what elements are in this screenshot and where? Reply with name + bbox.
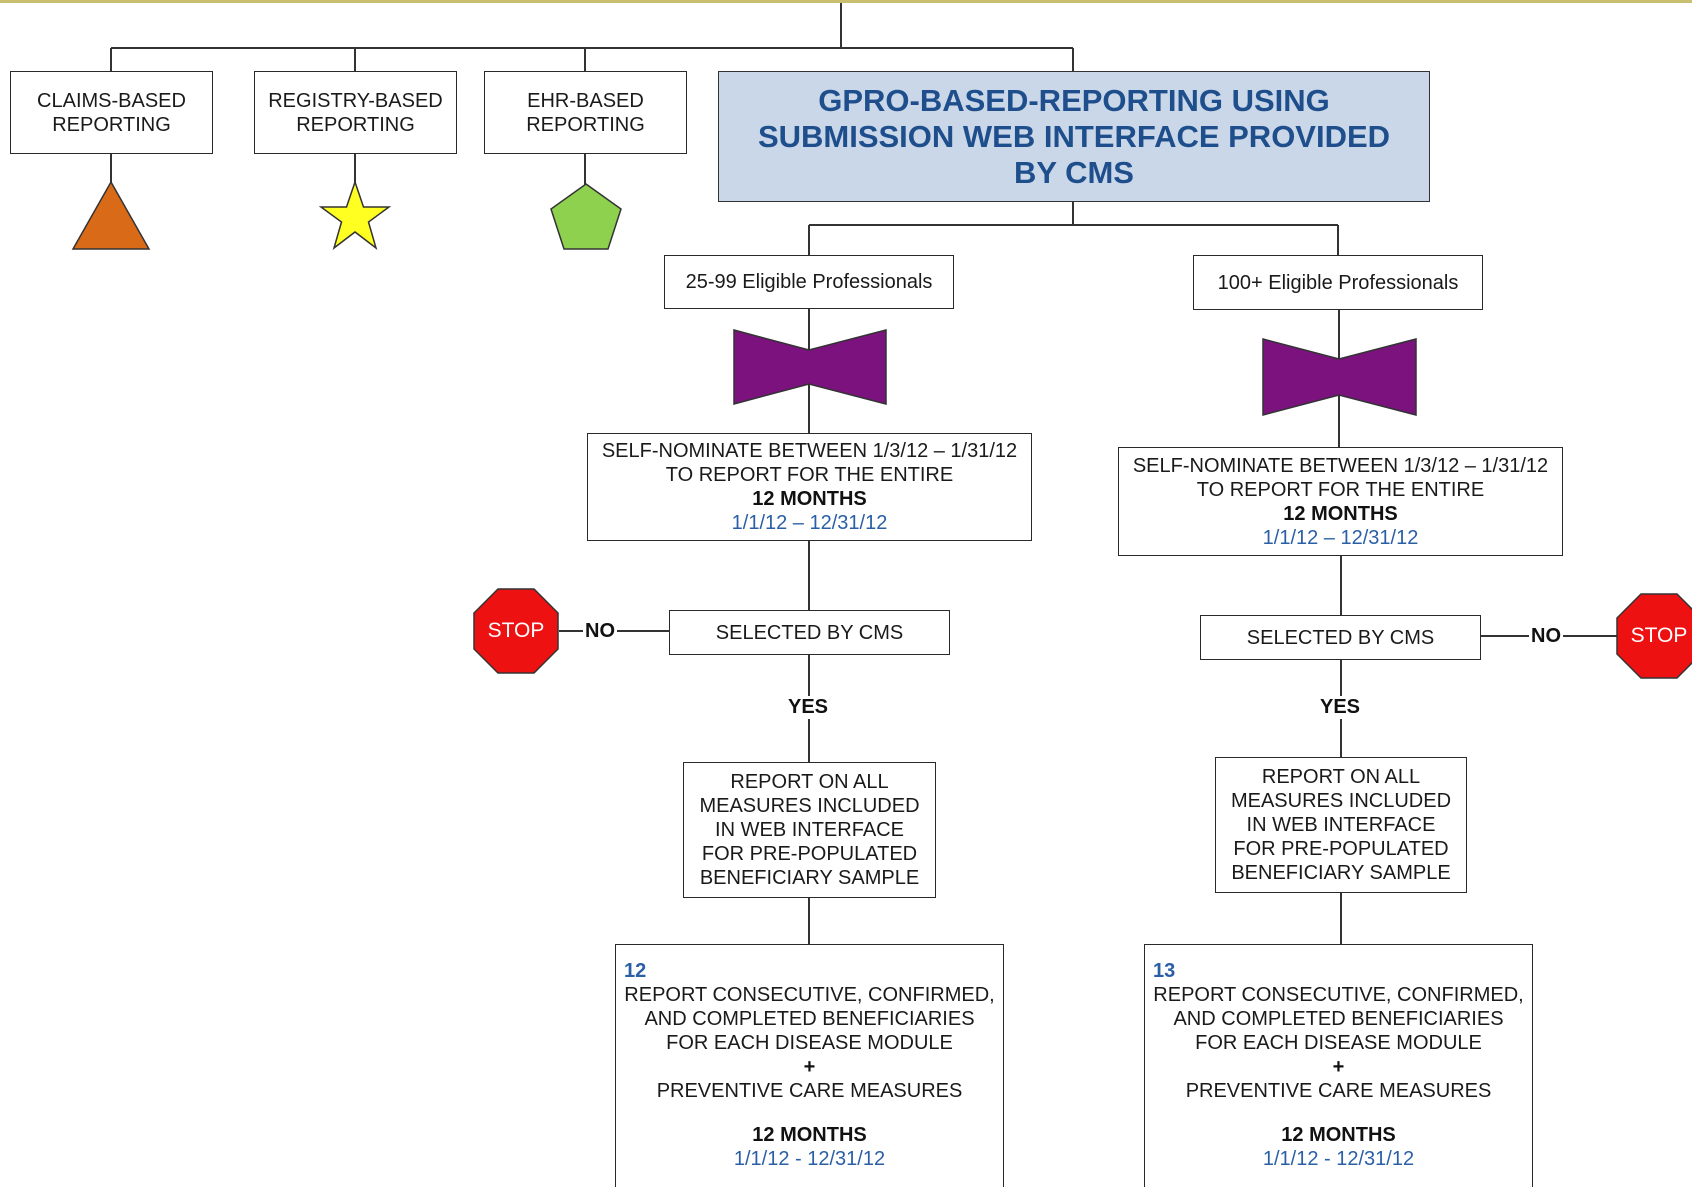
left-self-nominate-box: SELF-NOMINATE BETWEEN 1/3/12 – 1/31/12 T…: [587, 433, 1032, 541]
right-final-line: AND COMPLETED BENEFICIARIES: [1173, 1008, 1504, 1030]
right-group-box: 100+ Eligible Professionals: [1193, 255, 1483, 310]
bowtie-icon: [1262, 338, 1417, 416]
right-final-line: PREVENTIVE CARE MEASURES: [1185, 1080, 1492, 1102]
right-selected-label: SELECTED BY CMS: [1246, 626, 1435, 649]
claims-based-reporting-box: CLAIMS-BASED REPORTING: [10, 71, 213, 154]
gpro-reporting-label: GPRO-BASED-REPORTING USING SUBMISSION WE…: [757, 82, 1391, 190]
right-report-all-line: BENEFICIARY SAMPLE: [1231, 862, 1451, 884]
triangle-icon: [71, 180, 151, 250]
left-stop-label: STOP: [487, 619, 545, 642]
right-group-label: 100+ Eligible Professionals: [1217, 271, 1459, 294]
right-final-dates: 1/1/12 - 12/31/12: [1262, 1148, 1415, 1170]
left-self-nominate-period: 12 MONTHS: [752, 488, 867, 510]
right-report-all-line: MEASURES INCLUDED: [1230, 790, 1452, 812]
right-self-nominate-period: 12 MONTHS: [1283, 502, 1398, 525]
right-report-all-box: REPORT ON ALL MEASURES INCLUDED IN WEB I…: [1215, 757, 1467, 893]
left-final-period: 12 MONTHS: [752, 1124, 867, 1146]
right-self-nominate-line2: TO REPORT FOR THE ENTIRE: [1196, 478, 1485, 501]
left-report-all-line: FOR PRE-POPULATED: [701, 843, 918, 865]
right-final-plus: +: [1332, 1056, 1345, 1078]
right-self-nominate-dates: 1/1/12 – 12/31/12: [1262, 526, 1419, 549]
ehr-based-reporting-box: EHR-BASED REPORTING: [484, 71, 687, 154]
left-no-label: NO: [583, 620, 617, 643]
left-final-dates: 1/1/12 - 12/31/12: [733, 1148, 886, 1170]
left-group-box: 25-99 Eligible Professionals: [664, 255, 954, 309]
right-final-number: 13: [1153, 960, 1176, 982]
right-self-nominate-box: SELF-NOMINATE BETWEEN 1/3/12 – 1/31/12 T…: [1118, 447, 1563, 556]
claims-based-reporting-label: CLAIMS-BASED REPORTING: [37, 89, 186, 136]
right-report-all-line: REPORT ON ALL: [1261, 766, 1421, 788]
right-selected-box: SELECTED BY CMS: [1200, 615, 1481, 660]
left-report-all-line: IN WEB INTERFACE: [715, 819, 904, 841]
right-stop-label: STOP: [1630, 624, 1688, 647]
left-self-nominate-line1: SELF-NOMINATE BETWEEN 1/3/12 – 1/31/12: [601, 440, 1018, 462]
left-self-nominate-line2: TO REPORT FOR THE ENTIRE: [665, 464, 954, 486]
left-final-line: PREVENTIVE CARE MEASURES: [656, 1080, 963, 1102]
left-report-all-line: MEASURES INCLUDED: [699, 795, 920, 817]
left-final-number: 12: [624, 960, 647, 982]
right-final-line: REPORT CONSECUTIVE, CONFIRMED,: [1153, 984, 1524, 1006]
left-self-nominate-dates: 1/1/12 – 12/31/12: [731, 512, 888, 534]
left-report-all-line: REPORT ON ALL: [730, 771, 889, 793]
right-no-label: NO: [1529, 625, 1563, 648]
right-report-all-line: FOR PRE-POPULATED: [1233, 838, 1449, 860]
left-group-label: 25-99 Eligible Professionals: [685, 271, 933, 293]
left-final-line: REPORT CONSECUTIVE, CONFIRMED,: [624, 984, 995, 1006]
right-self-nominate-line1: SELF-NOMINATE BETWEEN 1/3/12 – 1/31/12: [1132, 454, 1549, 477]
stop-sign-icon: STOP: [473, 588, 559, 674]
right-final-line: FOR EACH DISEASE MODULE: [1195, 1032, 1482, 1054]
left-selected-box: SELECTED BY CMS: [669, 610, 950, 655]
star-icon: [318, 180, 392, 250]
registry-based-reporting-box: REGISTRY-BASED REPORTING: [254, 71, 457, 154]
stop-sign-icon: STOP: [1616, 593, 1692, 679]
left-final-plus: +: [803, 1056, 816, 1078]
right-yes-label: YES: [1318, 696, 1363, 719]
left-report-all-line: BENEFICIARY SAMPLE: [699, 867, 920, 889]
bowtie-icon: [733, 329, 887, 405]
left-final-line: FOR EACH DISEASE MODULE: [666, 1032, 953, 1054]
right-report-all-line: IN WEB INTERFACE: [1246, 814, 1436, 836]
right-final-period: 12 MONTHS: [1281, 1124, 1396, 1146]
left-report-all-box: REPORT ON ALL MEASURES INCLUDED IN WEB I…: [683, 762, 936, 898]
left-final-box: 12 REPORT CONSECUTIVE, CONFIRMED, AND CO…: [615, 944, 1004, 1187]
registry-based-reporting-label: REGISTRY-BASED REPORTING: [268, 89, 443, 136]
ehr-based-reporting-label: EHR-BASED REPORTING: [526, 89, 645, 136]
gpro-reporting-box: GPRO-BASED-REPORTING USING SUBMISSION WE…: [718, 71, 1430, 202]
left-selected-label: SELECTED BY CMS: [715, 621, 904, 644]
left-yes-label: YES: [786, 696, 831, 719]
pentagon-icon: [550, 183, 622, 250]
right-final-box: 13 REPORT CONSECUTIVE, CONFIRMED, AND CO…: [1144, 944, 1533, 1187]
left-final-line: AND COMPLETED BENEFICIARIES: [644, 1008, 975, 1030]
